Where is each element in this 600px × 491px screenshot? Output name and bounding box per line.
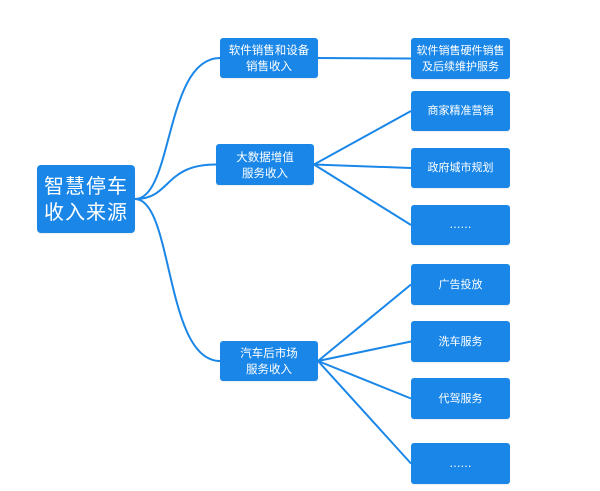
connector-root-to-branch [134,198,221,362]
leaf-node-car-wash: 洗车服务 [411,321,510,362]
connector-branch-to-leaf [317,360,412,400]
connector-branch-to-leaf [317,360,412,465]
connector-branch-to-leaf [313,110,412,166]
leaf-node-ellipsis: …… [411,443,510,484]
leaf-node-advertising: 广告投放 [411,264,510,305]
branch-node-big-data-services: 大数据增值 服务收入 [216,144,314,185]
connector-root-to-branch [134,57,221,200]
connector-branch-to-leaf [313,163,412,169]
root-node: 智慧停车 收入来源 [37,165,135,233]
connector-branch-to-leaf [317,340,412,362]
connector-branch-to-leaf [317,283,412,362]
leaf-node-city-planning: 政府城市规划 [411,148,510,188]
leaf-node-sales-maintenance: 软件销售硬件销售 及后续维护服务 [411,38,510,79]
connector-root-to-branch [134,163,217,200]
branch-node-aftermarket-services: 汽车后市场 服务收入 [220,341,318,381]
leaf-node-merchant-marketing: 商家精准营销 [411,91,510,131]
leaf-node-ellipsis: …… [411,205,510,245]
leaf-node-designated-driver: 代驾服务 [411,378,510,419]
connector-branch-to-leaf [313,163,412,226]
branch-node-software-hardware-sales: 软件销售和设备 销售收入 [220,38,318,78]
connector-branch-to-leaf [317,57,412,60]
